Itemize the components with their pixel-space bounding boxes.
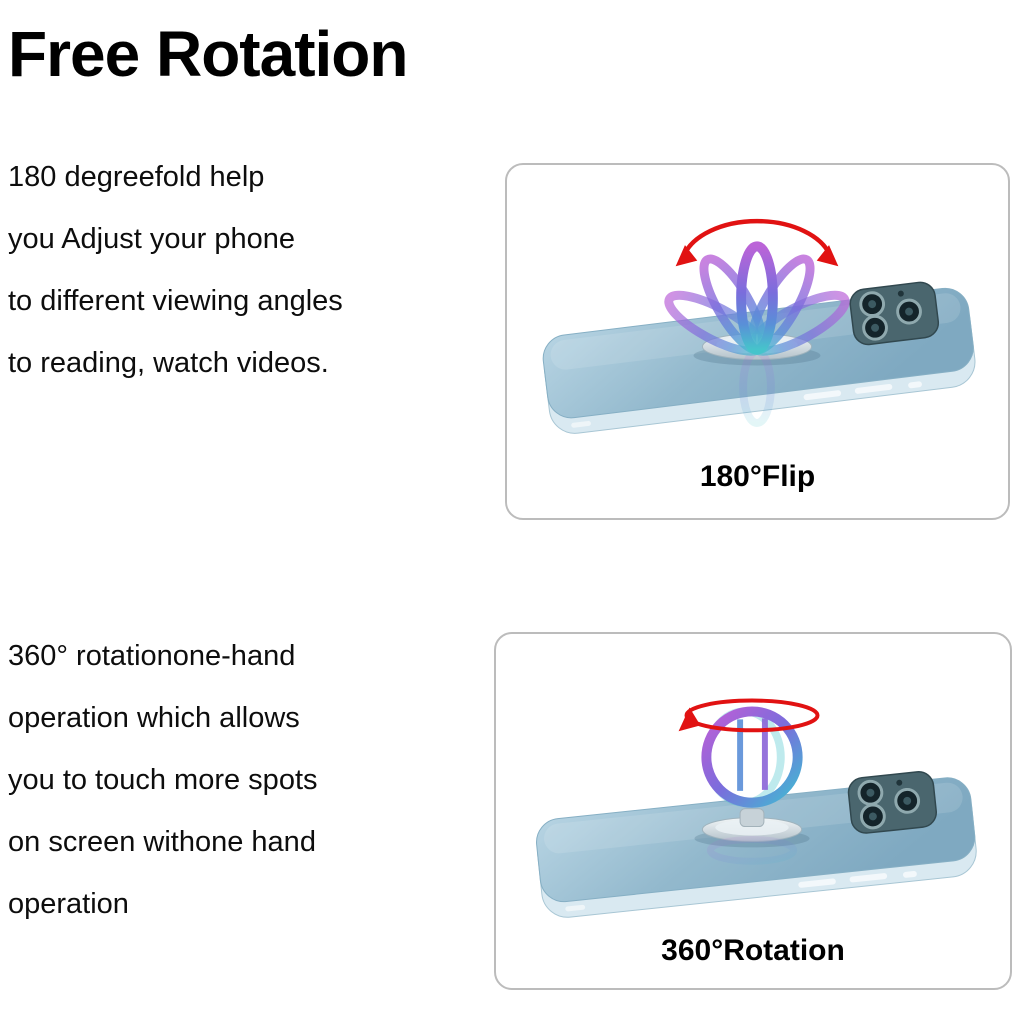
rotation-description: 360° rotationone-hand operation which al… bbox=[8, 625, 318, 935]
page-title: Free Rotation bbox=[8, 18, 408, 90]
rotation-image-card: 360°Rotation bbox=[494, 632, 1012, 990]
rotation-illustration bbox=[536, 698, 977, 918]
description-line: 180 degreefold help bbox=[8, 161, 265, 193]
description-line: operation bbox=[8, 888, 129, 920]
camera-module bbox=[849, 281, 940, 346]
description-line: to different viewing angles bbox=[8, 285, 343, 317]
description-line: on screen withone hand bbox=[8, 826, 316, 858]
description-line: to reading, watch videos. bbox=[8, 347, 329, 379]
rotation-caption: 360°Rotation bbox=[661, 934, 845, 967]
camera-module bbox=[847, 771, 937, 834]
description-line: you Adjust your phone bbox=[8, 223, 295, 255]
description-line: 360° rotationone-hand bbox=[8, 640, 296, 672]
flip-arrow-icon bbox=[675, 218, 839, 267]
flip-image-card: 180°Flip bbox=[505, 163, 1010, 520]
flip-illustration bbox=[542, 218, 976, 434]
description-line: you to touch more spots bbox=[8, 764, 318, 796]
description-line: operation which allows bbox=[8, 702, 300, 734]
rotation-arrow-icon bbox=[678, 698, 820, 733]
ring-holder bbox=[694, 706, 810, 865]
flip-description: 180 degreefold help you Adjust your phon… bbox=[8, 146, 343, 394]
ring-holder bbox=[664, 241, 850, 427]
flip-caption: 180°Flip bbox=[699, 460, 816, 493]
